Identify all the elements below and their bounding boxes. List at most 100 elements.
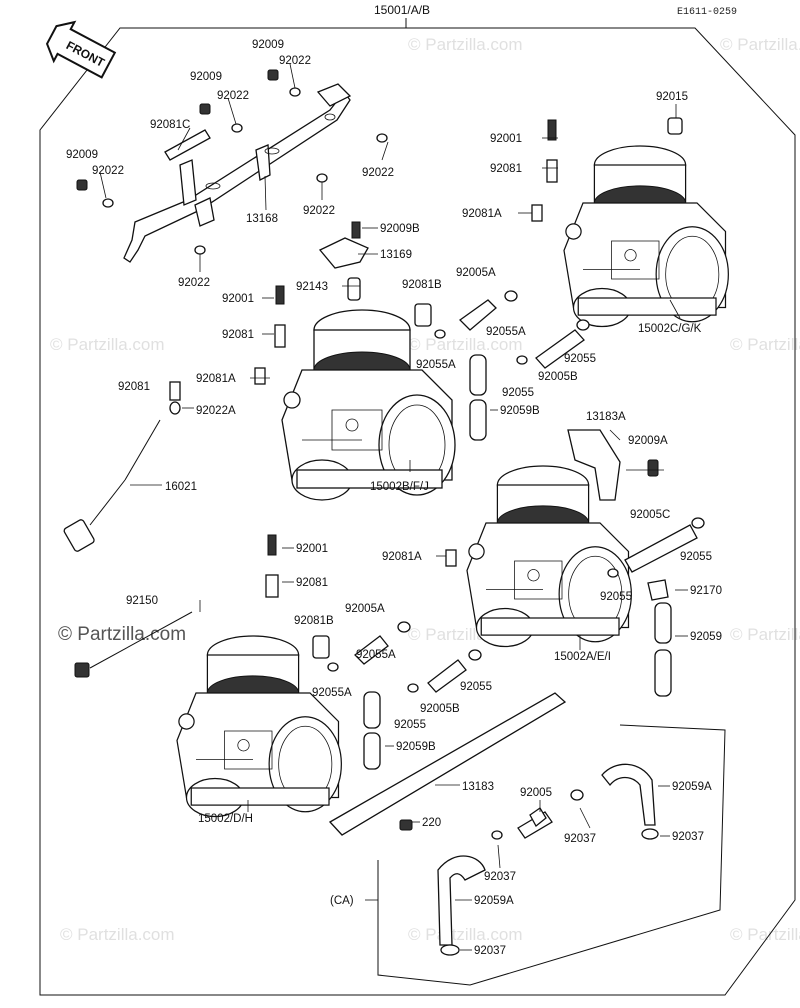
fuel-tee-92005 <box>491 789 584 840</box>
part-label: 92022A <box>196 405 236 417</box>
part-label: 16021 <box>165 481 197 493</box>
part-label: 13183 <box>462 781 494 793</box>
hose-92059A-upper <box>601 763 656 826</box>
part-label: 92081 <box>296 577 328 589</box>
part-label: 92009B <box>380 223 420 235</box>
rod-92150 <box>74 611 193 678</box>
watermark-group: © Partzilla.com © Partzilla.com © Partzi… <box>50 35 800 944</box>
part-label: 92059A <box>672 781 712 793</box>
part-label: 92081B <box>402 279 442 291</box>
part-label: 92081A <box>462 208 502 220</box>
bracket-fasteners <box>76 69 388 255</box>
part-label: 92005 <box>520 787 552 799</box>
part-label: 92081B <box>294 615 334 627</box>
spacer-92143 <box>347 277 361 301</box>
part-label: 92055A <box>312 687 352 699</box>
part-label: 92143 <box>296 281 328 293</box>
part-label: 92009 <box>66 149 98 161</box>
watermark: © Partzilla.com <box>408 335 523 354</box>
watermark: © Partzilla.com <box>730 925 800 944</box>
clamp-92037 <box>440 944 460 956</box>
watermark: © Partzilla.com <box>408 35 523 54</box>
part-label: 13169 <box>380 249 412 261</box>
part-label: 15002/D/H <box>198 813 253 825</box>
watermark: © Partzilla.com <box>730 625 800 644</box>
part-label: 92022 <box>362 167 394 179</box>
assembly-boundary <box>39 27 796 996</box>
leader-lines <box>99 63 688 951</box>
part-label: 92022 <box>303 205 335 217</box>
part-label: 92005A <box>345 603 385 615</box>
part-label: 92081A <box>382 551 422 563</box>
watermark: © Partzilla.com <box>730 335 800 354</box>
fuel-fittings <box>327 290 705 770</box>
watermark: © Partzilla.com <box>408 925 523 944</box>
part-label: 92055 <box>600 591 632 603</box>
part-label: 15002B/F/J <box>370 481 429 493</box>
part-label: 92005B <box>420 703 460 715</box>
carburetor-15002C <box>563 145 729 328</box>
part-label: 92081 <box>118 381 150 393</box>
watermark-main: © Partzilla.com <box>58 624 186 645</box>
part-label: 92055A <box>416 359 456 371</box>
part-label: 92022 <box>178 277 210 289</box>
part-label: 92022 <box>279 55 311 67</box>
part-label: 92059B <box>500 405 540 417</box>
part-label: 92059 <box>690 631 722 643</box>
part-label: 92015 <box>656 91 688 103</box>
clamp-92037 <box>641 828 659 840</box>
bracket-13169 <box>318 237 369 269</box>
mounting-bracket-13168 <box>123 83 352 263</box>
part-label: 92022 <box>217 90 249 102</box>
watermark: © Partzilla.com <box>50 335 165 354</box>
ca-boundary <box>377 724 726 986</box>
part-label: 92001 <box>222 293 254 305</box>
part-label: 92037 <box>564 833 596 845</box>
part-label: 92009 <box>252 39 284 51</box>
front-arrow-icon: FRONT <box>45 20 117 79</box>
part-label: 15002C/G/K <box>638 323 702 335</box>
carburetor-15002D <box>176 635 342 818</box>
part-label: 92009 <box>190 71 222 83</box>
part-label: 92055 <box>564 353 596 365</box>
part-label: 92001 <box>296 543 328 555</box>
part-label: 92009A <box>628 435 668 447</box>
part-label: 15002A/E/I <box>554 651 611 663</box>
part-label: 92037 <box>474 945 506 957</box>
part-label: 13183A <box>586 411 626 423</box>
part-label: 92055A <box>356 649 396 661</box>
part-label: 92001 <box>490 133 522 145</box>
part-label: (CA) <box>330 895 354 907</box>
part-label: 92055 <box>394 719 426 731</box>
part-label: 92170 <box>690 585 722 597</box>
part-label: 92081A <box>196 373 236 385</box>
part-label: 92055 <box>460 681 492 693</box>
screw-92009B <box>351 221 361 239</box>
carb-small-parts <box>169 117 683 659</box>
part-label: 92081 <box>222 329 254 341</box>
watermark: © Partzilla.com <box>720 35 800 54</box>
part-label: 92081 <box>490 163 522 175</box>
part-label: 92055 <box>502 387 534 399</box>
part-label: 220 <box>422 817 441 829</box>
hose-92059A-lower <box>437 855 486 946</box>
part-label: 92005B <box>538 371 578 383</box>
part-label: 92005A <box>456 267 496 279</box>
part-label: 92055 <box>680 551 712 563</box>
part-label: 92059B <box>396 741 436 753</box>
part-label: 92022 <box>92 165 124 177</box>
assembly-number: 15001/A/B <box>374 3 430 17</box>
reference-code: E1611-0259 <box>677 7 737 18</box>
part-label: 92037 <box>484 871 516 883</box>
part-label: 92005C <box>630 509 670 521</box>
part-label: 13168 <box>246 213 278 225</box>
bracket-13183A <box>567 429 621 501</box>
part-label: 92150 <box>126 595 158 607</box>
rail-13183 <box>328 692 567 836</box>
part-label: 92081C <box>150 119 190 131</box>
part-labels: 92009 92022 92009 92022 92081C 92009 920… <box>66 39 722 957</box>
part-label: 92059A <box>474 895 514 907</box>
watermark: © Partzilla.com <box>60 925 175 944</box>
part-label: 92037 <box>672 831 704 843</box>
